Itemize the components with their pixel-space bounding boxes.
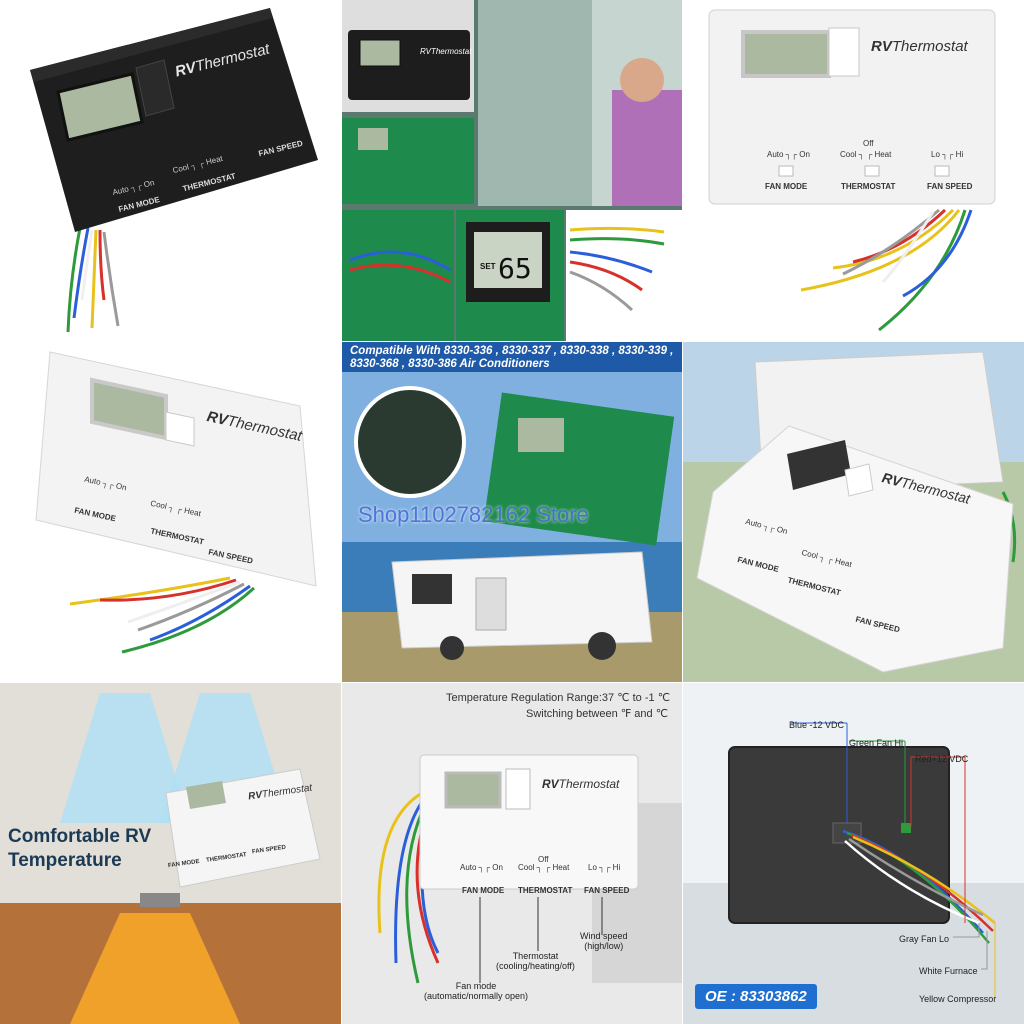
wind-speed-callout: Wind speed(high/low) xyxy=(580,931,628,951)
rv-interior-illustration xyxy=(0,683,341,1024)
panel-wiring-diagram[interactable]: Blue -12 VDC Green Fan Hi Red+12 VDC Gra… xyxy=(683,683,1024,1024)
thermostat-label: THERMOSTAT xyxy=(518,886,573,895)
compatibility-banner: Compatible With 8330-336 , 8330-337 , 83… xyxy=(342,342,682,372)
thermostat-switch-label: Cool ┐ ┌ Heat xyxy=(840,150,892,159)
rv-circuit-illustration xyxy=(342,372,682,682)
brand-label: RVThermostat xyxy=(871,38,968,55)
fan-speed-switch-label: Lo ┐┌ Hi xyxy=(931,150,964,159)
panel-thermostat-rv-background[interactable]: RVThermostat Auto ┐┌ On FAN MODE Cool ┐ … xyxy=(683,342,1024,682)
wiring-diagram-illustration xyxy=(683,683,1024,1024)
fan-mode-label: FAN MODE xyxy=(765,182,808,191)
off-label: Off xyxy=(863,139,874,148)
off-label: Off xyxy=(538,855,549,864)
set-label: SET xyxy=(480,262,496,271)
wire-label-red: Red+12 VDC xyxy=(915,754,969,764)
wire-label-gray: Gray Fan Lo xyxy=(899,934,950,944)
thermostat-switch-label: Cool ┐ ┌ Heat xyxy=(518,863,570,872)
fan-mode-label: FAN MODE xyxy=(462,886,505,895)
brand-label: RVThermostat xyxy=(542,777,620,791)
headline-line-1: Comfortable RV xyxy=(8,826,152,847)
wire-label-yellow: Yellow Compressor xyxy=(919,994,997,1004)
thermostat-callout: Thermostat(cooling/heating/off) xyxy=(496,951,575,971)
fan-speed-label: FAN SPEED xyxy=(584,886,630,895)
panel-circuit-collage[interactable]: RVThermostat SET 65 xyxy=(342,0,682,341)
fan-mode-switch-label: Auto ┐┌ On xyxy=(460,863,503,872)
callout-illustration xyxy=(342,683,682,1024)
headline-line-2: Temperature xyxy=(8,850,122,871)
fan-speed-label: FAN SPEED xyxy=(927,182,973,191)
unit-switch-text: Switching between ℉ and ℃ xyxy=(526,708,669,720)
panel-white-thermostat-front[interactable]: RVThermostat Auto ┐┌ On FAN MODE Off Coo… xyxy=(683,0,1024,341)
rv-background-illustration xyxy=(683,342,1024,682)
wire-label-blue: Blue -12 VDC xyxy=(789,720,845,730)
black-thermostat-illustration xyxy=(30,8,318,333)
store-watermark: Shop1102782162 Store xyxy=(358,502,589,527)
brand-label: RVThermostat xyxy=(420,47,472,56)
fan-mode-callout: Fan mode(automatic/normally open) xyxy=(424,981,529,1001)
thermostat-label: THERMOSTAT xyxy=(841,182,896,191)
panel-white-thermostat-angled[interactable]: RVThermostat Auto ┐┌ On FAN MODE Cool ┐ … xyxy=(0,342,341,682)
wire-label-white: White Furnace xyxy=(919,966,978,976)
panel-comfortable-temperature[interactable]: RVThermostat Comfortable RV Temperature … xyxy=(0,683,341,1024)
panel-compatibility[interactable]: Compatible With 8330-336 , 8330-337 , 83… xyxy=(342,342,682,682)
white-thermostat-illustration xyxy=(708,9,996,332)
fan-mode-switch-label: Auto ┐┌ On xyxy=(767,150,810,159)
lcd-display-value: 65 xyxy=(498,252,532,285)
panel-black-thermostat[interactable]: RVThermostat Auto ┐┌ On FAN MODE Cool ┐ … xyxy=(0,0,341,341)
wire-label-green: Green Fan Hi xyxy=(849,738,904,748)
temperature-range-text: Temperature Regulation Range:37 ℃ to -1 … xyxy=(446,692,671,704)
oe-part-number: OE : 83303862 xyxy=(695,984,817,1009)
panel-feature-callouts[interactable]: Temperature Regulation Range:37 ℃ to -1 … xyxy=(342,683,682,1024)
angled-thermostat-illustration xyxy=(35,351,317,654)
fan-speed-switch-label: Lo ┐┌ Hi xyxy=(588,863,621,872)
circuit-collage-illustration xyxy=(342,0,682,341)
